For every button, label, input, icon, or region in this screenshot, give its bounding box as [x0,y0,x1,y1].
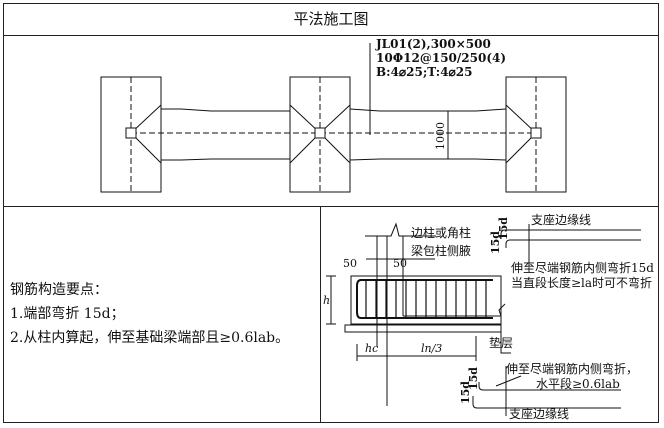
haunch-lines [130,104,537,164]
dim-ln3: ln/3 [421,342,442,355]
plan-drawing: JL01(2),300×500 10Φ12@150/250(4) B:4⌀25;… [4,35,658,207]
label-support-edge-top: 支座边缘线 [531,212,591,227]
note-bottom-1: 伸至尽端钢筋内侧弯折， [506,361,638,376]
construction-table: 平法施工图 [3,3,659,423]
beam-label-2: 10Φ12@150/250(4) [376,51,506,65]
cushion-layer [344,324,502,333]
dimension-label: 1000 [434,122,447,150]
label-15d-b: 15d [497,217,510,240]
dim-h: h [323,294,330,307]
label-cushion: 垫层 [489,335,513,350]
label-15d-a: 15d [489,231,502,254]
note-top-1: 伸至尽端钢筋内侧弯折15d [511,260,654,275]
beam-label-3: B:4⌀25;T:4⌀25 [376,65,472,79]
dim-hc: hc [365,342,378,355]
notes-cell: 钢筋构造要点： 1.端部弯折 15d； 2.从柱内算起，伸至基础梁端部且≥0.6… [4,206,321,422]
notes-item-2: 2.从柱内算起，伸至基础梁端部且≥0.6lab。 [10,330,290,346]
note-top-2: 当直段长度≥la时可不弯折 [511,275,652,290]
note-bottom-2: 水平段≥0.6lab [536,376,620,391]
notes-item-1: 1.端部弯折 15d； [10,306,125,322]
label-15d-c: 15d [467,367,480,390]
rebar-detail-svg: 边柱或角柱 梁包柱侧腋 50 50 h hc ln/3 支座边缘线 15d 15… [323,212,654,421]
beam-segment-2 [349,108,507,161]
dim-50-right: 50 [393,257,407,270]
table-title: 平法施工图 [4,4,658,36]
detail-cell: 边柱或角柱 梁包柱侧腋 50 50 h hc ln/3 支座边缘线 15d 15… [321,206,658,422]
beam-segment-1 [161,108,290,161]
plan-svg: JL01(2),300×500 10Φ12@150/250(4) B:4⌀25;… [100,37,567,193]
label-edge-corner-column: 边柱或角柱 [411,225,471,240]
beam-section [350,275,502,325]
construction-notes: 钢筋构造要点： 1.端部弯折 15d； 2.从柱内算起，伸至基础梁端部且≥0.6… [10,278,289,350]
label-15d-d: 15d [459,381,472,404]
notes-heading: 钢筋构造要点： [10,282,108,298]
beam-label-1: JL01(2),300×500 [375,37,491,51]
label-haunch: 梁包柱侧腋 [411,243,471,258]
label-support-edge-bottom: 支座边缘线 [509,406,569,421]
dim-50-left: 50 [343,257,357,270]
